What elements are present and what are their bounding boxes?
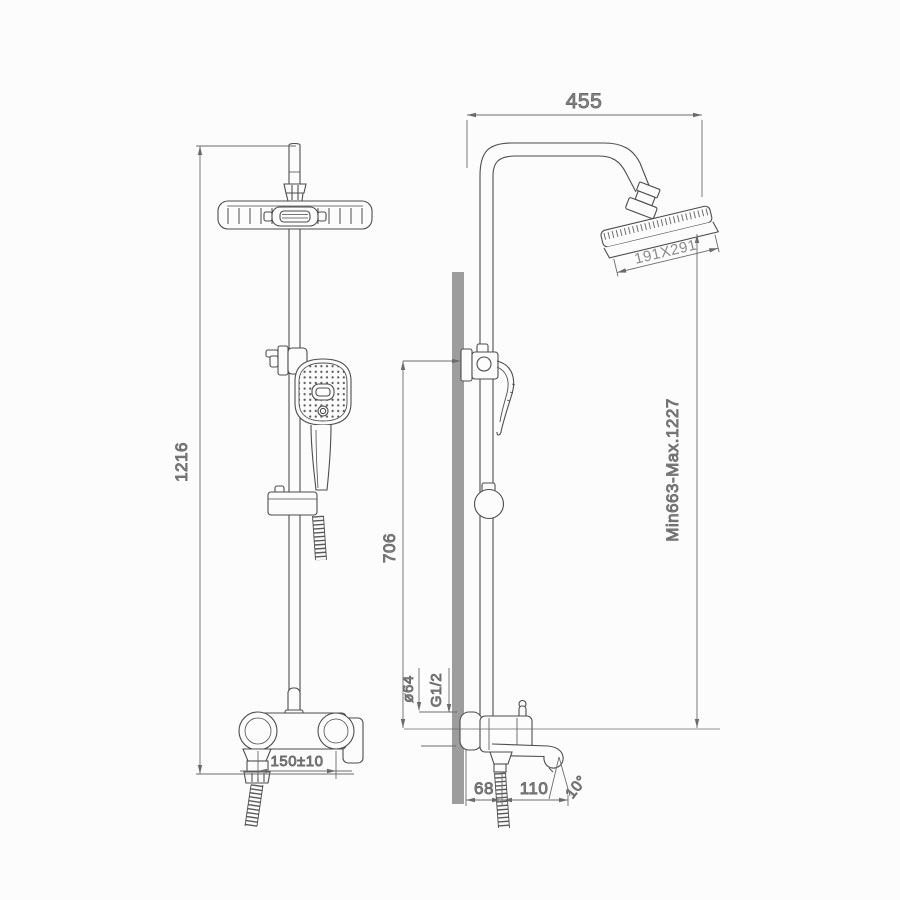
dim-adjustable-range-label: Min663-Max.1227 — [663, 398, 682, 542]
front-hand-shower — [294, 358, 352, 491]
side-top-arch — [479, 142, 651, 193]
side-wall-bracket — [460, 343, 499, 382]
dim-spout-reach-label: 110 — [520, 779, 549, 798]
front-slide-clamp — [267, 485, 318, 516]
side-tub-spout — [491, 743, 564, 773]
head-center-mount — [263, 206, 327, 227]
side-riser-column — [479, 176, 494, 722]
dim-inlet-spacing-label: 150±10 — [271, 753, 324, 770]
dim-spout-angle-label: 10° — [562, 772, 590, 802]
side-head-connector-nut — [625, 181, 661, 220]
dim-top-width — [466, 112, 703, 197]
dim-thread-size — [446, 668, 452, 713]
valve-lever — [284, 687, 304, 717]
hand-shower-handle — [310, 424, 332, 491]
valve-outlet — [242, 748, 272, 784]
front-view — [217, 142, 373, 827]
dim-wall-offset-label: 68 — [474, 779, 494, 798]
dim-head-size — [613, 234, 720, 277]
dim-wall-offset-and-reach — [465, 750, 569, 806]
side-slider-knob — [473, 482, 505, 520]
front-hand-shower-hose — [312, 515, 327, 561]
dimension-annotations: 1216 150±10 455 706 — [172, 90, 720, 806]
dim-thread-size-label: G1/2 — [428, 673, 445, 708]
front-outlet-hose — [244, 784, 264, 827]
dim-spout-angle — [548, 756, 571, 800]
side-hand-shower-profile — [496, 360, 516, 436]
wall-section — [452, 272, 464, 804]
front-riser-pipe — [288, 142, 301, 712]
front-rain-shower-head — [217, 200, 373, 230]
dim-bar-height — [400, 358, 461, 728]
dim-adjustable-range — [694, 234, 700, 728]
dim-top-width-label: 455 — [566, 90, 603, 113]
front-head-connector-nut — [283, 183, 307, 202]
side-mixer-valve — [459, 699, 564, 829]
dim-overall-height-label: 1216 — [172, 442, 191, 482]
dim-overall-height — [196, 145, 354, 775]
side-hose-outlet — [489, 751, 513, 773]
dim-flange-diameter-label: ø64 — [400, 675, 417, 702]
dim-bar-height-label: 706 — [380, 533, 399, 563]
front-mixer-valve — [238, 687, 364, 827]
side-rain-shower-head: 191X291 — [600, 205, 720, 277]
dim-flange-diameter — [416, 668, 457, 747]
dim-inlet-spacing — [240, 751, 352, 779]
side-view: 191X291 — [452, 142, 720, 829]
